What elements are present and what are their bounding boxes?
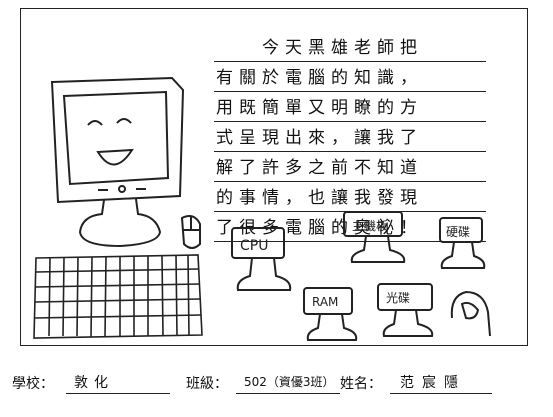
- essay-line: 解了許多之前不知道: [214, 152, 486, 182]
- cpu-component: [231, 227, 292, 291]
- hdd-component: [439, 217, 486, 269]
- drive-component: [377, 283, 434, 337]
- ram-component: [303, 287, 358, 341]
- essay-text: 今天黑雄老師把 有關於電腦的知識， 用既簡單又明瞭的方 式呈現出來，讓我了 解了…: [214, 32, 486, 242]
- essay-line: 今天黑雄老師把: [214, 32, 486, 62]
- monitor-drawing: [50, 76, 185, 248]
- drawing-card: [20, 8, 528, 346]
- hdd-label: 硬碟: [446, 225, 470, 239]
- class-underline: [236, 375, 340, 394]
- name-value: 范宸隱: [400, 375, 466, 391]
- name-label: 姓名：: [340, 376, 382, 392]
- essay-line: 用既簡單又明瞭的方: [214, 92, 486, 122]
- motherboard-component: [343, 211, 406, 263]
- school-underline: [66, 375, 170, 394]
- essay-line: 有關於電腦的知識，: [214, 62, 486, 92]
- cpu-label: CPU: [240, 238, 268, 254]
- ram-label: RAM: [312, 295, 338, 309]
- essay-line: 了很多電腦的奧祕！: [214, 212, 486, 242]
- class-value: 502（資優3班）: [244, 375, 335, 389]
- finger-drawing: [450, 290, 491, 337]
- footer: 學校： 敦化 班級： 502（資優3班） 姓名： 范宸隱: [0, 365, 553, 395]
- mouse-drawing: [180, 215, 201, 249]
- class-label: 班級：: [186, 376, 228, 392]
- name-underline: [390, 375, 492, 394]
- motherboard-label: 主機板: [352, 218, 388, 233]
- essay-line: 式呈現出來，讓我了: [214, 122, 486, 152]
- school-value: 敦化: [74, 375, 114, 391]
- keyboard-drawing: [33, 254, 203, 339]
- school-label: 學校：: [12, 376, 54, 392]
- drive-label: 光碟: [386, 291, 410, 305]
